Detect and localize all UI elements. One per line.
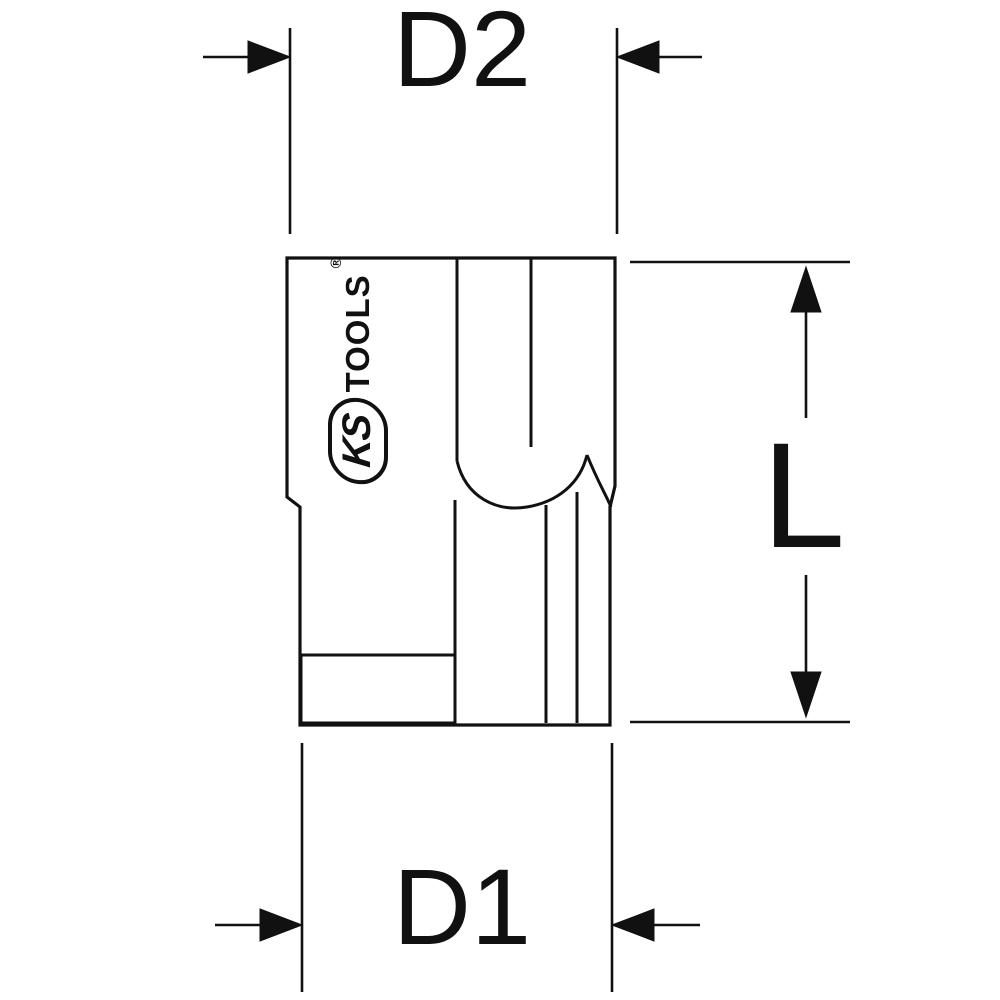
ks-logo-badge: KS xyxy=(328,395,388,488)
d2-label: D2 xyxy=(392,0,532,109)
neck-transition-curve xyxy=(455,454,589,510)
d2-arrow-right-icon xyxy=(615,40,660,74)
d2-arrow-left-icon xyxy=(247,40,292,74)
tools-logo-text: TOOLS xyxy=(339,274,376,393)
l-arrow-down-icon xyxy=(790,671,822,719)
l-arrow-up-icon xyxy=(790,265,822,313)
neck-fillet-right xyxy=(585,454,613,508)
d2-dimension xyxy=(203,28,702,234)
d1-dimension xyxy=(215,743,700,992)
d1-arrow-right-icon xyxy=(610,908,655,942)
ks-logo-text: KS xyxy=(335,413,379,470)
ks-tools-logo: KS TOOLS ® xyxy=(324,257,392,488)
d1-arrow-left-icon xyxy=(259,908,304,942)
d1-label: D1 xyxy=(392,846,532,967)
socket-body xyxy=(285,256,617,727)
registered-mark-icon: ® xyxy=(328,257,345,269)
knurl-band xyxy=(299,653,457,725)
l-dimension xyxy=(630,260,850,724)
socket-outline xyxy=(285,256,617,727)
length-label: L xyxy=(761,411,846,579)
